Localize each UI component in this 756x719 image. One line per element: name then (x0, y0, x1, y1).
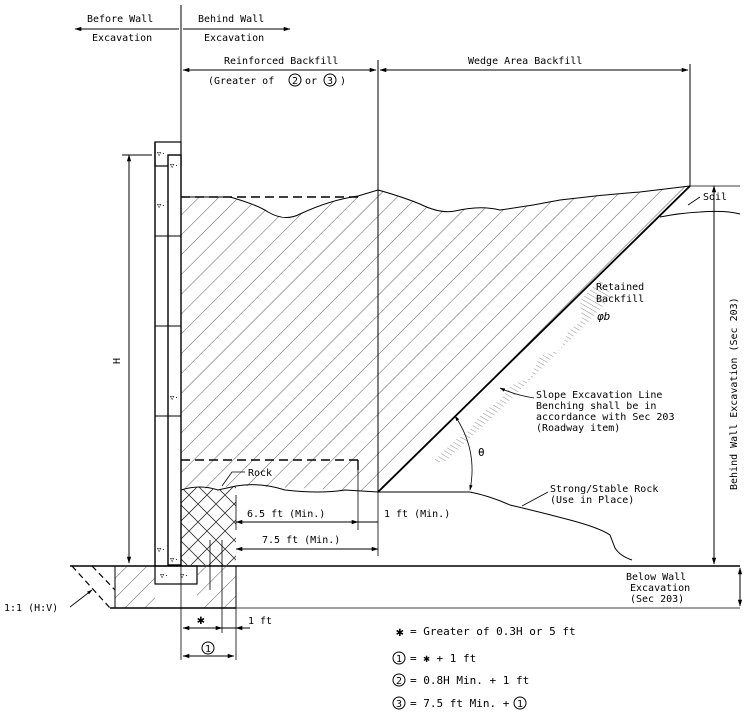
rock-crosshatch (181, 486, 236, 565)
behind-wall-label-2: Excavation (204, 33, 264, 44)
slope-leader (499, 387, 535, 399)
reinforced-backfill-label: Reinforced Backfill (224, 56, 338, 67)
slope-ratio-label: 1:1 (H:V) (4, 603, 58, 614)
svg-text:or: or (305, 76, 317, 87)
svg-text:3: 3 (327, 76, 333, 87)
slope-note-3: accordance with Sec 203 (536, 412, 674, 423)
legend-text-1: = ✱ + 1 ft (410, 652, 476, 665)
height-label: H (112, 358, 123, 364)
below-wall-label-1: Below Wall (626, 572, 686, 583)
before-wall-label-1: Before Wall (87, 14, 153, 25)
stable-rock-line (378, 491, 633, 561)
ground-surface-line (181, 185, 691, 218)
slope-excavation-line (377, 185, 691, 493)
legend-text-2: = 0.8H Min. + 1 ft (410, 674, 529, 687)
svg-text:▽·: ▽· (170, 556, 178, 564)
soil-label: Soil (703, 192, 727, 203)
legend-sym-2: 2 (396, 676, 402, 687)
svg-text:): ) (340, 76, 346, 87)
slope-note-4: (Roadway item) (536, 423, 620, 434)
legend: ✱ = Greater of 0.3H or 5 ft 1 = ✱ + 1 ft… (392, 625, 576, 710)
reinforced-note: (Greater of 2 or 3 ) (208, 73, 346, 87)
theta-arc (454, 415, 473, 491)
soil-line (659, 210, 741, 218)
retained-backfill-bench (432, 280, 612, 462)
svg-text:▽·: ▽· (170, 162, 178, 170)
retained-label-1: Retained (596, 282, 644, 293)
theta-label: θ (478, 446, 485, 459)
dim-1ft-label: 1 ft (248, 616, 272, 627)
dim-star-label: ✱ (197, 613, 205, 628)
rock-leader (221, 471, 245, 487)
svg-text:▽·: ▽· (170, 394, 178, 402)
svg-text:2: 2 (292, 76, 298, 87)
legend-sym-3: 3 (396, 699, 402, 710)
dim-circ1-label: 1 (205, 644, 211, 655)
below-wall-label-2: Excavation (630, 583, 690, 594)
below-wall-label-3: (Sec 203) (630, 594, 684, 605)
wedge-area-label: Wedge Area Backfill (468, 56, 582, 67)
retained-label-2: Backfill (596, 294, 644, 305)
below-wall-hatch-right (197, 566, 236, 608)
legend-sym-star: ✱ (396, 625, 404, 640)
svg-text:▽·: ▽· (180, 572, 188, 580)
svg-text:▽·: ▽· (157, 150, 165, 158)
slope-note-2: Benching shall be in (536, 401, 656, 412)
before-wall-label-2: Excavation (92, 33, 152, 44)
wall-facing: ▽· ▽· ▽· ▽· ▽· ▽· (154, 141, 182, 566)
dim-6-5-label: 6.5 ft (Min.) (247, 509, 325, 520)
foundation-left-slope-2 (91, 565, 116, 591)
svg-text:▽·: ▽· (157, 546, 165, 554)
below-wall-hatch (115, 566, 155, 608)
behind-wall-exc-label: Behind Wall Excavation (Sec 203) (729, 297, 740, 490)
legend-tail-circle: 1 (517, 699, 523, 710)
dim-1ft-min-label: 1 ft (Min.) (384, 509, 450, 520)
legend-text-star: = Greater of 0.3H or 5 ft (410, 625, 576, 638)
stable-rock-label-2: (Use in Place) (550, 495, 634, 506)
foundation-left-slope (71, 565, 111, 609)
svg-text:▽·: ▽· (157, 202, 165, 210)
svg-text:(Greater of: (Greater of (208, 76, 274, 87)
rock-surface-line (180, 484, 379, 493)
behind-wall-label-1: Behind Wall (198, 14, 264, 25)
stable-rock-label-1: Strong/Stable Rock (550, 484, 658, 495)
rock-label: Rock (248, 468, 272, 479)
dim-7-5-label: 7.5 ft (Min.) (262, 535, 340, 546)
backfill-hatch-region (181, 186, 690, 492)
retained-symbol: φb (597, 310, 610, 323)
legend-sym-1: 1 (396, 654, 402, 665)
svg-text:▽·: ▽· (160, 572, 168, 580)
slope-note-1: Slope Excavation Line (536, 390, 662, 401)
legend-text-3: = 7.5 ft Min. + (410, 697, 510, 710)
